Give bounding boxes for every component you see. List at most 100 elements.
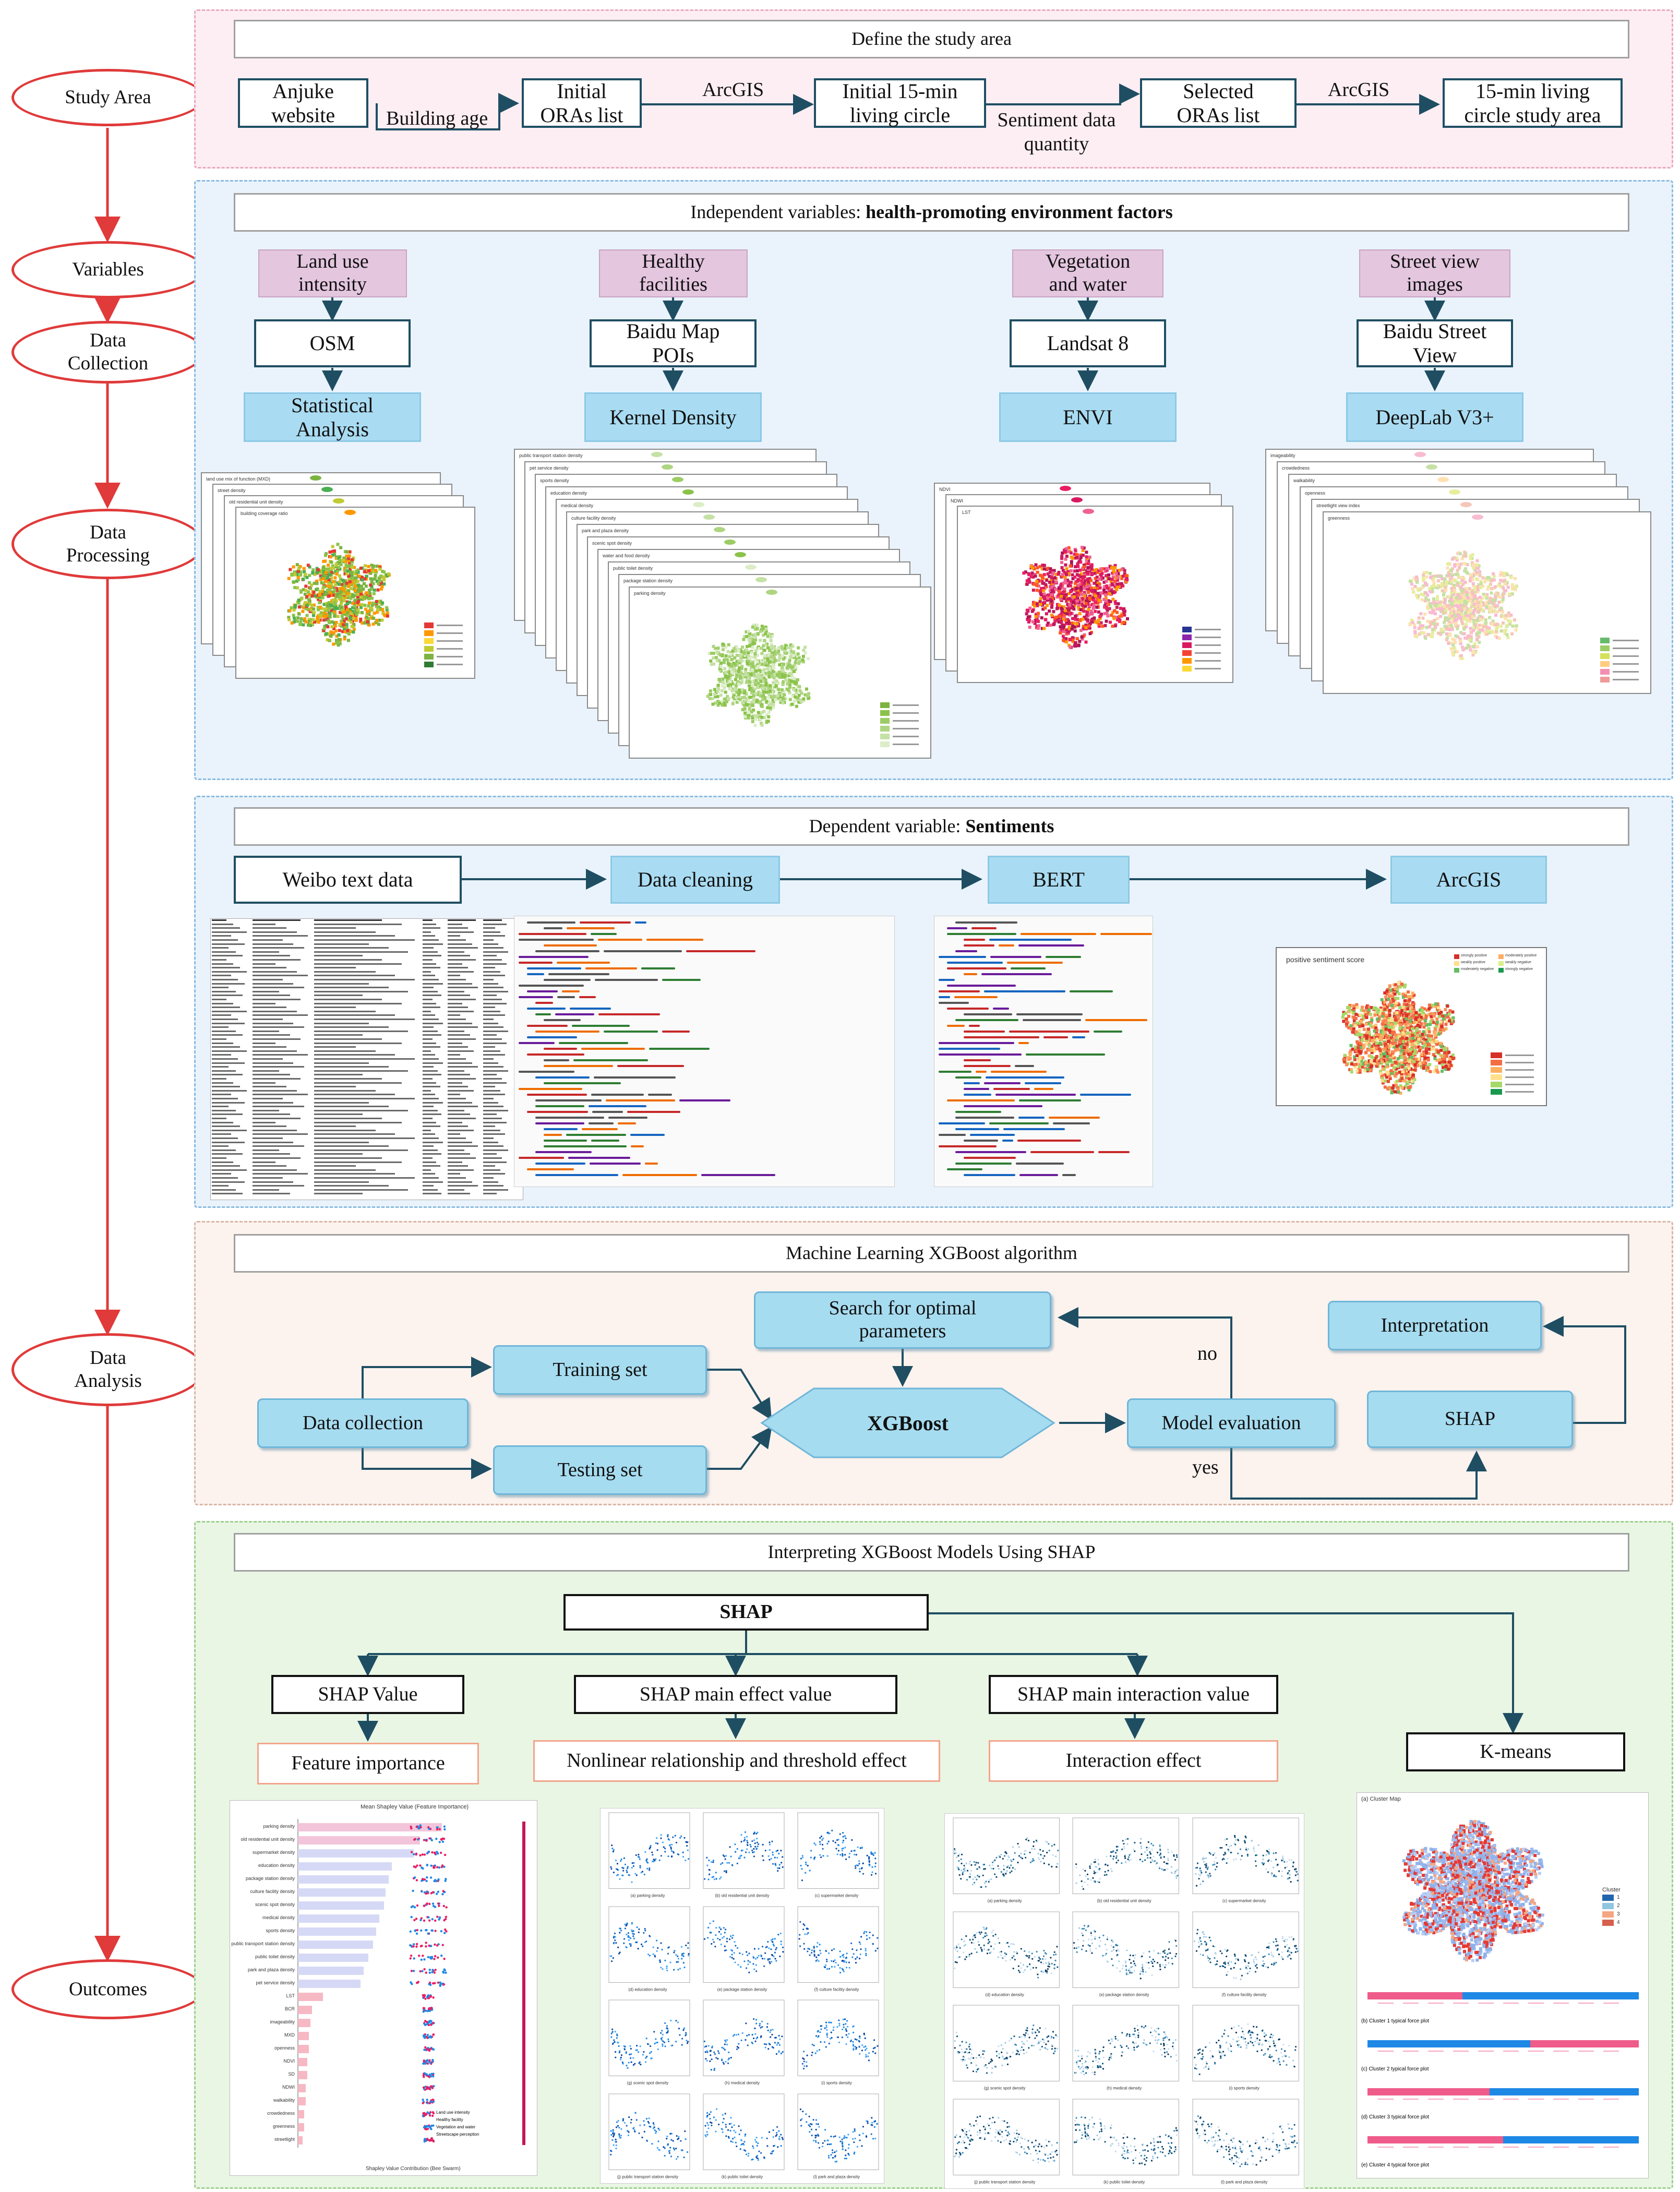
method-kernel-density: Kernel Density [584, 392, 762, 442]
step-selected-oras-list: Selected ORAs list [1140, 78, 1297, 128]
swarm-dot [427, 1850, 430, 1853]
importance-bar [298, 1927, 376, 1936]
swarm-dot [423, 2072, 426, 2075]
code-line [519, 962, 553, 964]
effect-plot-caption: (f) culture facility density [1221, 1992, 1266, 1997]
code-line [939, 1134, 966, 1136]
swarm-dot [413, 1919, 416, 1922]
method-deeplab-v3: DeepLab V3+ [1346, 392, 1523, 442]
force-plot: (d) Cluster 3 typical force plot [1361, 2088, 1639, 2120]
feature-importance-chart: Mean Shapley Value (Feature Importance) … [230, 1800, 537, 2176]
branch-main-effect: SHAP main effect value [574, 1675, 897, 1714]
table-row [211, 935, 523, 938]
importance-legend-label: Land use intensity [436, 2110, 470, 2115]
code-line [1053, 1122, 1090, 1124]
code-line [568, 1157, 630, 1159]
swarm-dot [440, 1838, 442, 1841]
ml-xgboost-diamond [760, 1387, 1055, 1458]
swarm-dot [429, 1995, 433, 1998]
swarm-dot [436, 1866, 439, 1868]
feature-label: LST [286, 1993, 295, 1998]
method-envi: ENVI [999, 392, 1177, 442]
code-line [519, 1071, 575, 1073]
code-line [1069, 990, 1113, 992]
mini-map-icon [672, 477, 683, 482]
swarm-dot [438, 1828, 441, 1830]
swarm-dot [425, 1892, 427, 1895]
code-line [527, 967, 582, 969]
importance-bar [298, 2097, 306, 2105]
effect-plot: (k) public toilet density [703, 2093, 785, 2179]
swarm-dot [428, 1944, 430, 1947]
dependent-title: Dependent variable: Sentiments [234, 807, 1629, 846]
map-page-caption: education density [550, 490, 587, 496]
ml-arrows [362, 1307, 1626, 1500]
swarm-dot [438, 1841, 441, 1843]
category-land-use-intensity: Land use intensity [258, 249, 407, 297]
swarm-dot [423, 2114, 426, 2117]
feature-label: sports density [266, 1928, 295, 1933]
code-line [1062, 1174, 1076, 1176]
mini-map-icon [703, 514, 715, 520]
swarm-dot [410, 1851, 413, 1853]
table-row [211, 974, 523, 977]
swarm-dot [432, 2075, 435, 2078]
table-row [211, 939, 523, 942]
code-line [567, 927, 615, 929]
swarm-dot [409, 1957, 412, 1960]
category-healthy-facilities: Healthy facilities [599, 249, 748, 297]
table-row [211, 1169, 523, 1172]
code-line [989, 1122, 1049, 1124]
code-line [989, 939, 1072, 941]
code-line [947, 962, 1003, 964]
legend-label: weakly negative [1505, 961, 1531, 964]
weibo-data-table-thumbnail [210, 918, 523, 1200]
code-line [535, 1099, 602, 1101]
effect-plot-caption: (l) park and plaza density [813, 2174, 860, 2179]
legend-bin [1491, 1067, 1502, 1073]
sentiment-map-caption: positive sentiment score [1286, 955, 1365, 964]
mini-map-icon [693, 502, 704, 507]
code-line [527, 1094, 587, 1096]
swarm-dot [425, 2048, 428, 2051]
code-line [955, 921, 1017, 924]
table-row [211, 1157, 523, 1160]
table-row [211, 1184, 523, 1188]
code-line [644, 1163, 658, 1165]
code-line [947, 1168, 983, 1170]
effect-plot-caption: (j) public transport station density [617, 2174, 678, 2179]
swarm-dot [429, 2139, 432, 2141]
code-line [1019, 1099, 1082, 1101]
code-line [1030, 1151, 1094, 1153]
stage-outcomes: Outcomes [11, 1959, 205, 2019]
swarm-dot [422, 1867, 424, 1870]
swarm-dot [436, 1852, 439, 1855]
code-line [630, 1134, 665, 1136]
swarm-dot [433, 1958, 436, 1960]
swarm-dot [424, 2062, 427, 2065]
swarm-dot [431, 2087, 434, 2089]
code-line [976, 1071, 987, 1073]
code-line [1072, 1036, 1086, 1038]
swarm-dot [427, 1956, 429, 1959]
swarm-dot [434, 1955, 437, 1958]
code-line [939, 1053, 1022, 1056]
table-row [211, 943, 523, 946]
map-page: LST [957, 506, 1233, 683]
branch-shap-value: SHAP Value [271, 1675, 464, 1714]
swarm-dot [428, 2126, 431, 2129]
table-row [211, 1085, 523, 1088]
mini-map-icon [662, 464, 673, 470]
importance-chart-title: Mean Shapley Value (Feature Importance) [361, 1804, 469, 1810]
code-line [527, 1008, 566, 1010]
timeline-connector [94, 128, 121, 1962]
code-line [939, 1042, 1015, 1044]
code-line [954, 996, 998, 998]
swarm-dot [422, 2086, 425, 2089]
code-line [955, 1128, 1000, 1130]
effect-plot: (h) medical density [1072, 2005, 1180, 2091]
effect-plot: (g) scenic spot density [953, 2005, 1060, 2091]
table-row [211, 1022, 523, 1025]
swarm-dot [428, 1997, 430, 1999]
swarm-dot [424, 2060, 427, 2063]
